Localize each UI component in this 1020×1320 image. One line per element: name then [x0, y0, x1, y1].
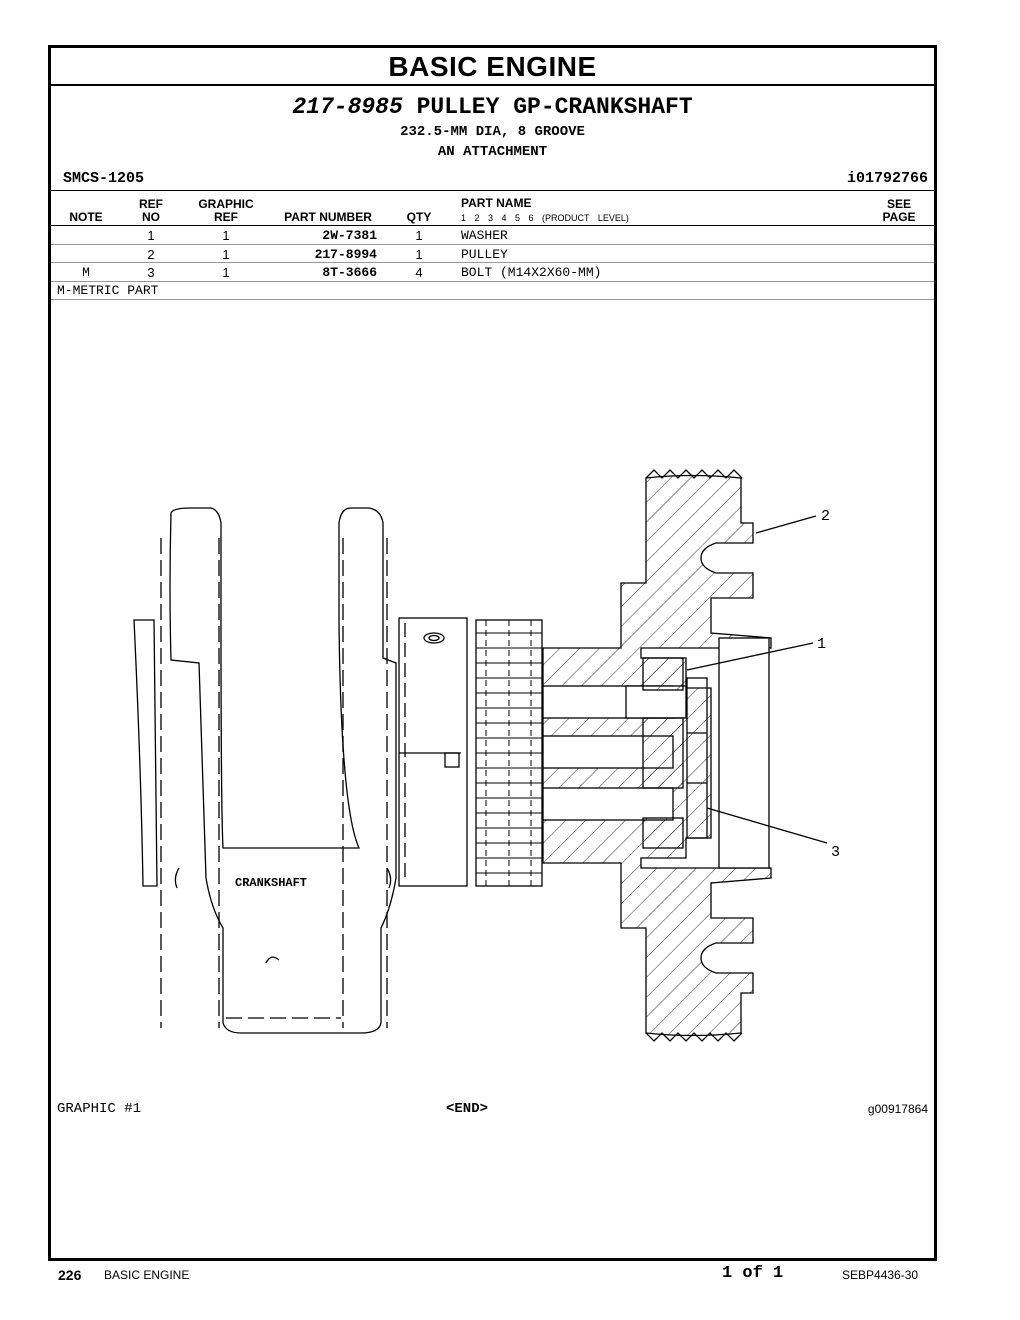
- header-rule: [51, 225, 934, 226]
- section-title: BASIC ENGINE: [51, 48, 934, 86]
- row-qty: 1: [415, 228, 423, 243]
- crankshaft-end: [133, 619, 158, 887]
- callout-1: 1: [817, 636, 826, 653]
- fillet-mark: [386, 867, 392, 889]
- row-part-name: PULLEY: [461, 247, 508, 262]
- row-note: M: [82, 265, 90, 280]
- header-graphic-top: GRAPHIC: [198, 197, 254, 211]
- row-qty: 1: [415, 247, 423, 262]
- washer: [642, 657, 684, 691]
- page-frame: BASIC ENGINE 217-8985 PULLEY GP-CRANKSHA…: [48, 45, 937, 1261]
- row-qty: 4: [415, 265, 423, 280]
- header-graphic-bottom: REF: [214, 210, 238, 224]
- bolt-head-stack: [686, 677, 708, 839]
- table-footnote: M-METRIC PART: [57, 283, 159, 298]
- exploded-view-illustration: CRANKSHAFT 2 1 3: [133, 469, 840, 1042]
- header-see-bottom: PAGE: [882, 210, 916, 224]
- hub-hole-inner: [428, 634, 440, 642]
- washer: [642, 717, 684, 789]
- washer: [642, 817, 684, 849]
- crankshaft-label: CRANKSHAFT: [235, 876, 307, 890]
- table-top-rule: [51, 190, 934, 191]
- footer-page-number: 226: [58, 1267, 82, 1283]
- bolt-bores: [542, 685, 687, 821]
- footer-doc-id: SEBP4436-30: [842, 1268, 919, 1282]
- info-id: i01792766: [846, 170, 928, 187]
- crankshaft-outline: [169, 507, 397, 1034]
- end-label: <END>: [446, 1101, 489, 1117]
- header-see-top: SEE: [886, 197, 911, 211]
- leader-line-2: [755, 515, 817, 534]
- graphic-number: g00917864: [867, 1102, 928, 1116]
- header-part-number: PART NUMBER: [284, 210, 372, 224]
- row-graphic: 1: [222, 265, 230, 280]
- row-ref: 2: [147, 247, 155, 262]
- gear-hub: [398, 617, 468, 887]
- row-graphic: 1: [222, 228, 230, 243]
- hub-key: [444, 752, 460, 768]
- header-note: NOTE: [69, 210, 103, 224]
- footer-page-of: 1 of 1: [722, 1264, 784, 1283]
- footnote-rule: [51, 299, 934, 300]
- row-part-number: 8T-3666: [322, 265, 377, 280]
- row-ref: 1: [147, 228, 155, 243]
- leader-line-3: [706, 807, 828, 844]
- row-rule: [51, 281, 934, 282]
- fillet-mark: [265, 956, 280, 964]
- group-name: PULLEY GP-CRANKSHAFT: [416, 94, 693, 120]
- header-qty: QTY: [406, 210, 432, 224]
- leader-line-1: [686, 642, 814, 671]
- header-part-name: PART NAME: [461, 196, 532, 210]
- row-part-number: 2W-7381: [322, 228, 377, 243]
- header-ref-top: REF: [139, 197, 163, 211]
- group-subtitle-1: 232.5-MM DIA, 8 GROOVE: [400, 124, 585, 140]
- row-part-name: WASHER: [461, 228, 508, 243]
- hub-hole: [423, 632, 445, 644]
- row-graphic: 1: [222, 247, 230, 262]
- pulley-grooves-top: [645, 469, 743, 479]
- header-product-levels: 1 2 3 4 5 6 (PRODUCT LEVEL): [461, 213, 629, 223]
- smcs-code: SMCS-1205: [63, 170, 145, 187]
- footer-section: BASIC ENGINE: [104, 1268, 190, 1282]
- graphic-label: GRAPHIC #1: [57, 1101, 142, 1117]
- row-part-number: 217-8994: [314, 247, 377, 262]
- group-part-number: 217-8985: [292, 94, 403, 120]
- fillet-mark: [174, 867, 180, 889]
- callout-3: 3: [831, 844, 840, 861]
- row-rule: [51, 244, 934, 245]
- row-ref: 3: [147, 265, 155, 280]
- group-subtitle-2: AN ATTACHMENT: [437, 144, 548, 160]
- row-part-name: BOLT (M14X2X60-MM): [461, 265, 602, 280]
- row-rule: [51, 262, 934, 263]
- pulley-grooves-bottom: [645, 1032, 743, 1042]
- gear-teeth: [476, 620, 542, 886]
- pulley-flange: [718, 637, 770, 869]
- group-title: 217-8985 PULLEY GP-CRANKSHAFT: [51, 94, 934, 120]
- callout-2: 2: [821, 508, 830, 525]
- header-ref-bottom: NO: [142, 210, 160, 224]
